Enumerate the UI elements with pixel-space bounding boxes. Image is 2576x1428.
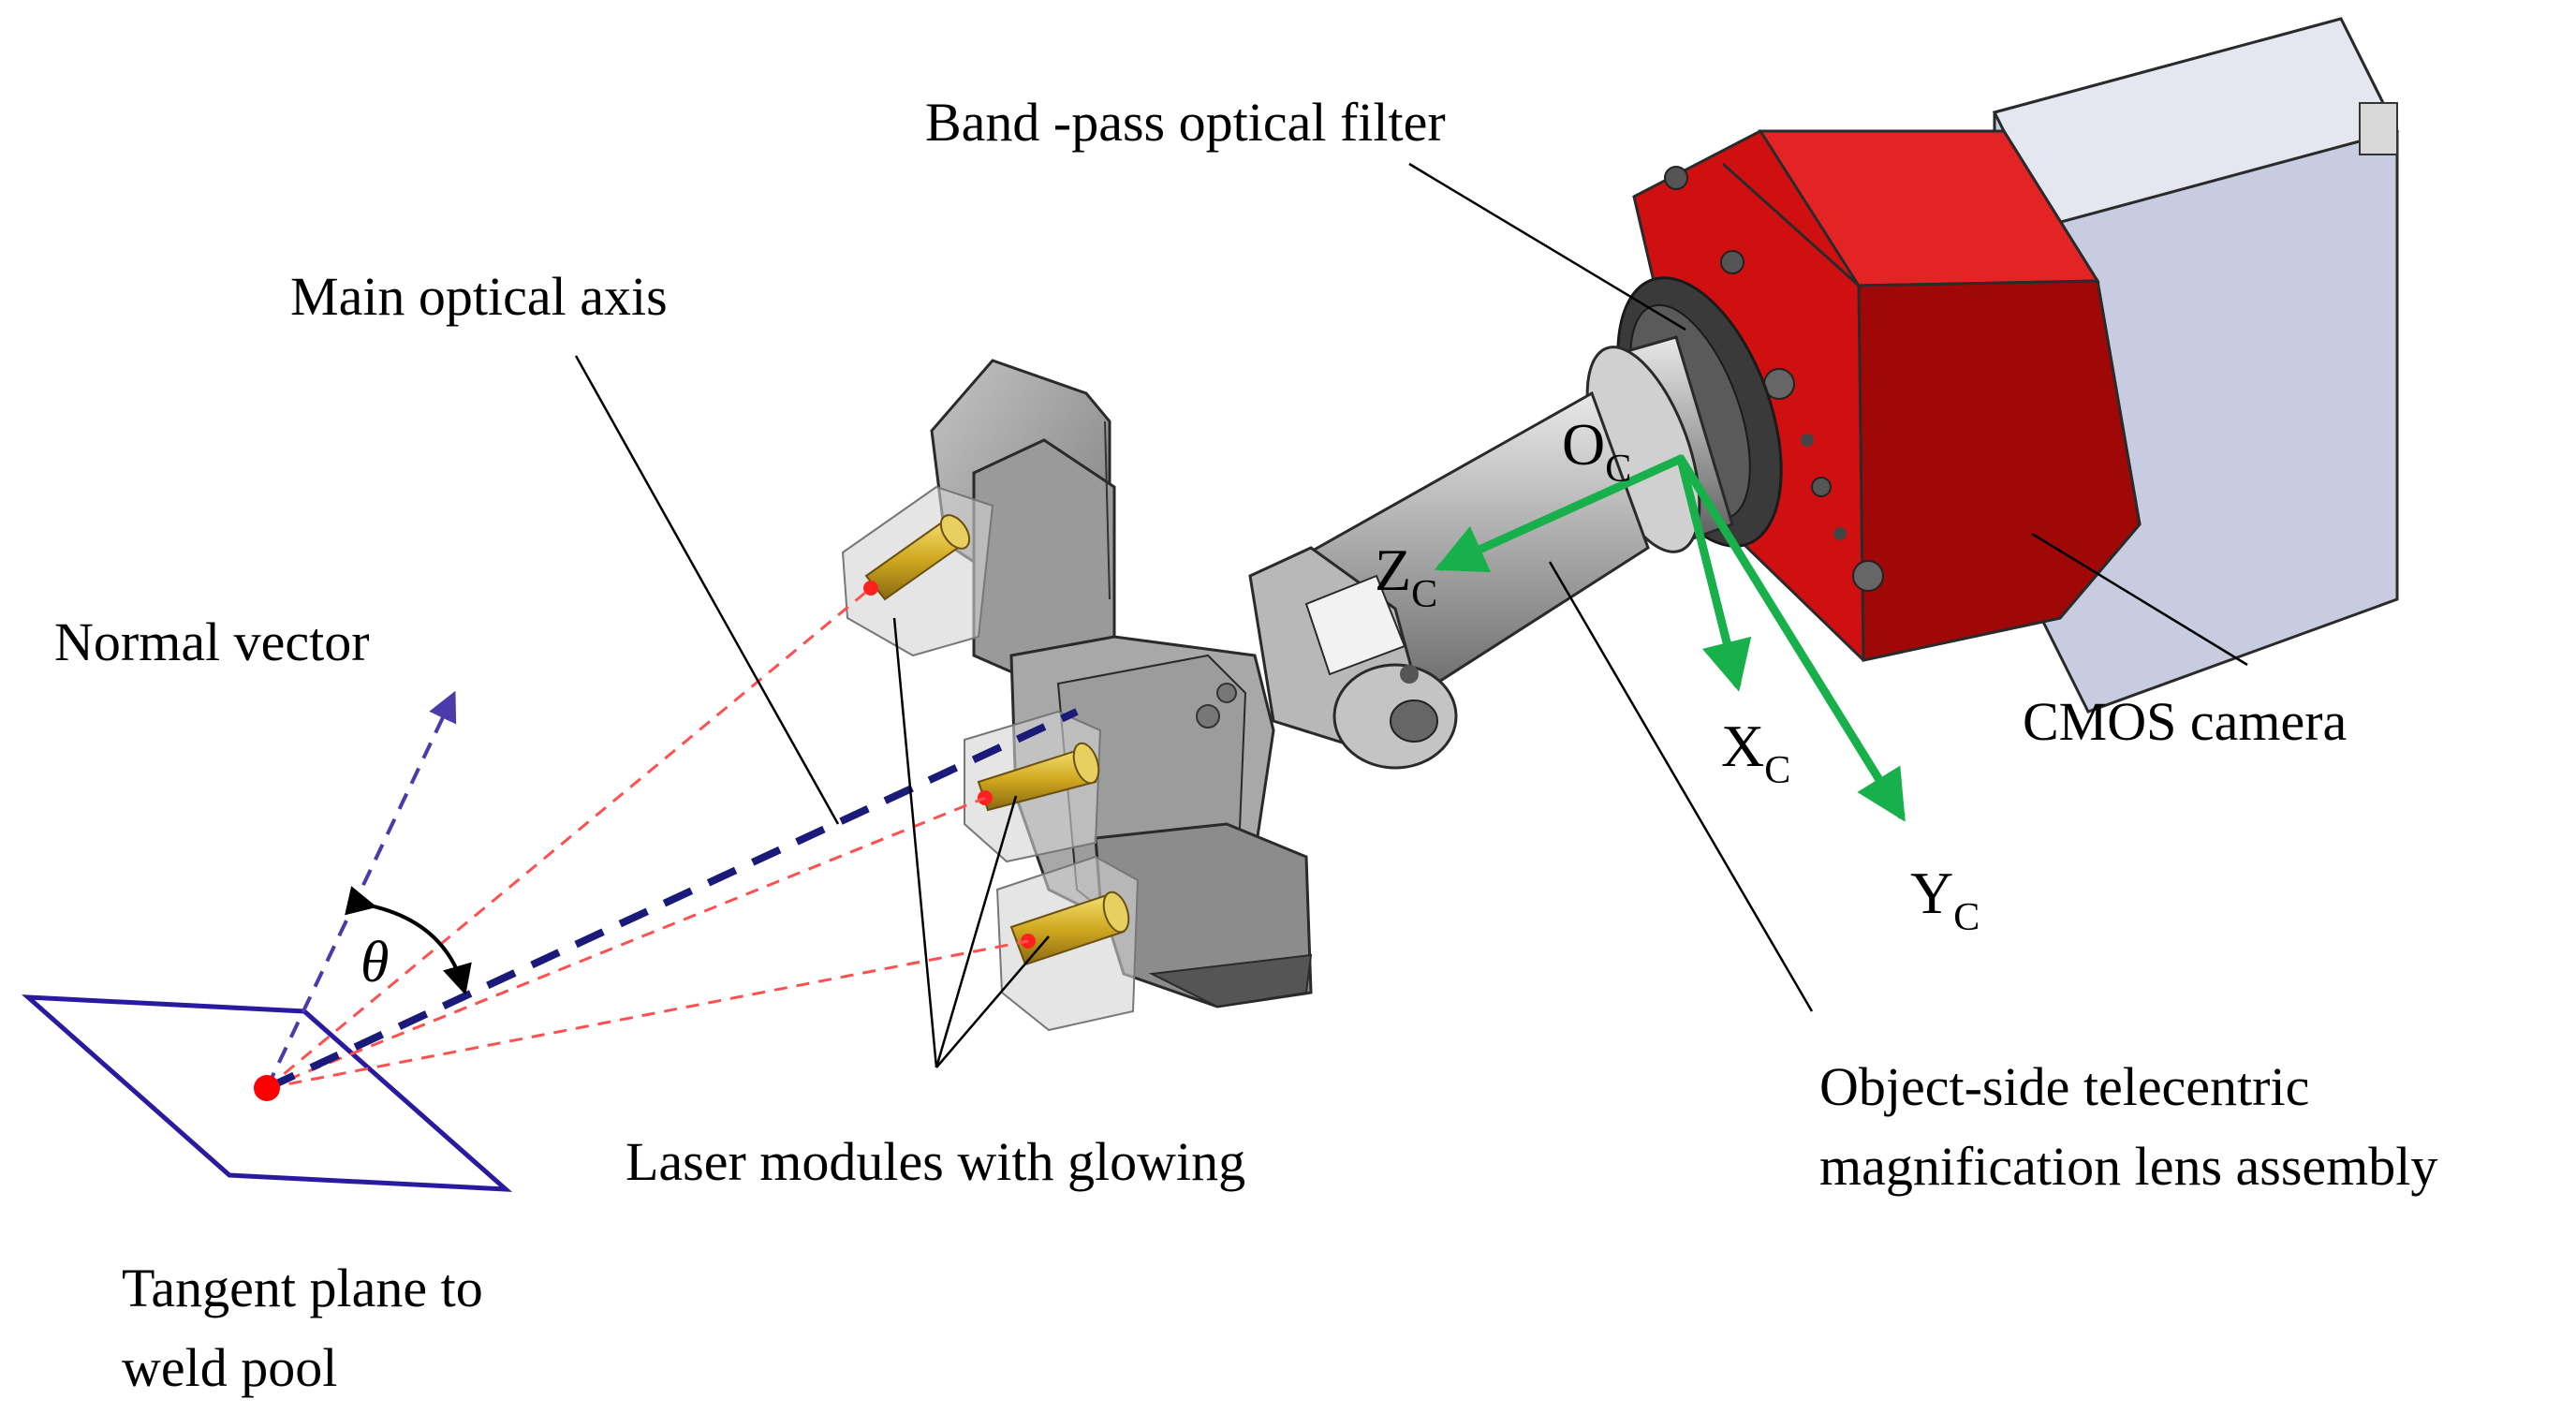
label-theta: θ [361, 931, 389, 994]
laser-mounting-bracket [930, 359, 1313, 1008]
label-lens-assembly-1: Object-side telecentric [1819, 1056, 2309, 1117]
label-tangent-plane-1: Tangent plane to [122, 1258, 483, 1318]
label-origin-oc: OC [1562, 411, 1631, 491]
camera-coordinate-axes [1434, 454, 1906, 822]
laser-module-top [841, 485, 994, 657]
laser-module-bottom [995, 855, 1140, 1032]
label-normal-vector: Normal vector [54, 611, 370, 672]
y-axis-arrow [1676, 454, 1906, 822]
label-x-axis: XC [1721, 713, 1790, 792]
leader-lines [574, 162, 2248, 1068]
camera-red-shadow [1857, 279, 2142, 662]
z-axis-arrow [1434, 454, 1685, 573]
label-tangent-plane-2: weld pool [122, 1337, 337, 1398]
theta-angle-arc [345, 886, 472, 995]
label-main-optical-axis: Main optical axis [290, 266, 668, 327]
weld-point [254, 1075, 280, 1101]
label-z-axis: ZC [1375, 537, 1437, 616]
label-y-axis: YC [1910, 860, 1980, 939]
main-optical-axis-line [265, 708, 1079, 1092]
label-band-pass-filter: Band -pass optical filter [925, 92, 1446, 153]
label-cmos-camera: CMOS camera [2023, 691, 2347, 752]
label-laser-modules: Laser modules with glowing [626, 1131, 1245, 1192]
laser-beams [266, 586, 1029, 1090]
telecentric-lens-assembly [1248, 335, 1734, 770]
normal-vector-arrow [265, 690, 457, 1089]
camera-connector [2359, 102, 2398, 155]
label-lens-assembly-2: magnification lens assembly [1819, 1136, 2437, 1197]
x-axis-arrow [1676, 454, 1752, 692]
tangent-plane [21, 994, 513, 1192]
